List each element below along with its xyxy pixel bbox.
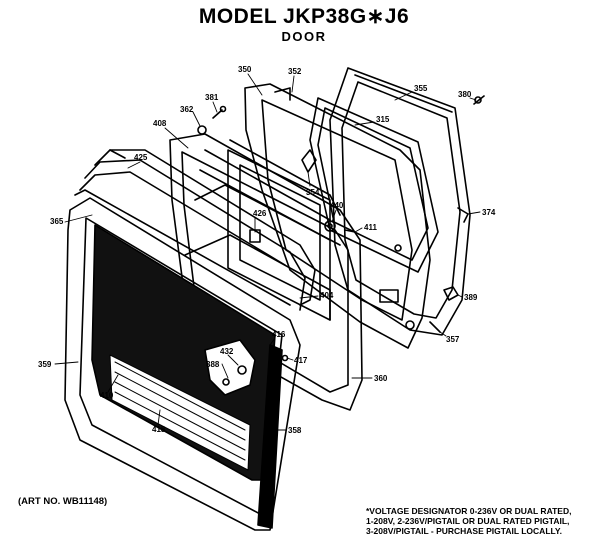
part-label-358: 358 [288,426,302,435]
part-label-360: 360 [374,374,388,383]
part-label-380: 380 [458,90,472,99]
part-label-350: 350 [238,65,252,74]
part-label-418: 418 [152,425,166,434]
diagram-subtitle: DOOR [281,29,327,44]
part-label-365: 365 [50,217,64,226]
diagram-title: MODEL JKP38G∗J6 [198,5,410,28]
part-label-354: 354 [306,188,320,197]
part-label-357: 357 [446,335,460,344]
part-label-362: 362 [180,105,194,114]
handle-trim-425 [79,149,316,311]
voltage-note-line: 3-208V/PIGTAIL - PURCHASE PIGTAIL LOCALL… [366,526,563,536]
voltage-note-line: *VOLTAGE DESIGNATOR 0-236V OR DUAL RATED… [366,506,572,516]
part-label-410: 410 [100,391,114,400]
part-label-389: 389 [464,293,478,302]
part-label-440: 440 [330,201,344,210]
part-label-355: 355 [414,84,428,93]
part-label-417: 417 [294,356,308,365]
outer-door-panel [329,67,471,336]
front-frame-359 [64,189,301,531]
insulation-404 [227,149,331,321]
part-label-426: 426 [253,209,267,218]
part-label-381: 381 [205,93,219,102]
voltage-note: *VOLTAGE DESIGNATOR 0-236V OR DUAL RATED… [366,506,606,536]
part-label-425: 425 [134,153,148,162]
part-label-374: 374 [482,208,496,217]
part-label-388: 388 [206,360,220,369]
voltage-note-line: 1-208V, 2-236V/PIGTAIL OR DUAL RATED PIG… [366,516,570,526]
part-label-416: 416 [272,330,286,339]
inner-frame-350 [244,83,431,349]
part-label-432: 432 [220,347,234,356]
front-glass-dark [91,224,276,481]
part-labels: 350 352 355 380 381 362 315 408 425 354 … [38,65,496,435]
art-number: (ART NO. WB11148) [18,496,108,507]
part-label-408: 408 [153,119,167,128]
part-label-359: 359 [38,360,52,369]
part-label-411: 411 [364,223,377,232]
leader-lines [54,73,481,431]
hinge-bracket-432 [204,339,256,396]
gasket-strip-358 [257,344,283,529]
part-label-404: 404 [320,291,334,300]
part-label-315: 315 [376,115,390,124]
part-label-352: 352 [288,67,302,76]
glass-pane-315 [309,97,439,273]
